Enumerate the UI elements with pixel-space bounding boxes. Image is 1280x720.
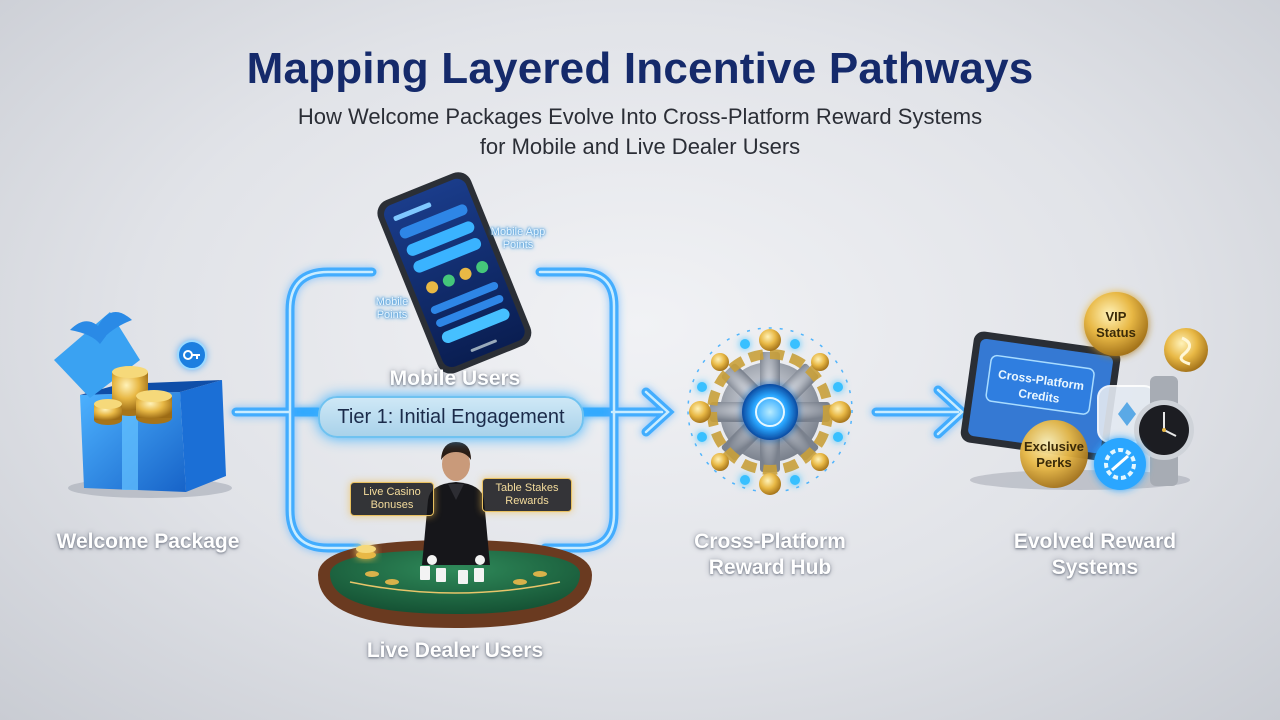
settings-gear-badge-icon xyxy=(1094,438,1146,490)
table-stakes-rewards-line2: Rewards xyxy=(487,495,567,508)
mobile-app-points-line2: Points xyxy=(478,239,558,252)
mobile-app-points-line1: Mobile App xyxy=(478,226,558,239)
exclusive-perks-line1: Exclusive xyxy=(1018,439,1090,455)
mobile-app-points-tag: Mobile App Points xyxy=(478,226,558,252)
welcome-package-label: Welcome Package xyxy=(30,529,266,555)
page-title: Mapping Layered Incentive Pathways xyxy=(0,44,1280,94)
page-subtitle-line2: for Mobile and Live Dealer Users xyxy=(0,132,1280,162)
page-subtitle-line1: How Welcome Packages Evolve Into Cross-P… xyxy=(0,102,1280,132)
evolved-rewards-label-line2: Systems xyxy=(985,555,1205,581)
live-dealer-users-label: Live Dealer Users xyxy=(335,638,575,664)
vip-status-badge: VIP Status xyxy=(1086,309,1146,341)
gift-box-icon xyxy=(54,312,232,498)
live-casino-bonuses-line1: Live Casino xyxy=(355,486,429,499)
reward-hub-gear-icon xyxy=(688,328,852,495)
reward-hub-label: Cross-Platform Reward Hub xyxy=(660,529,880,581)
mobile-points-tag: Mobile Points xyxy=(360,296,424,322)
mobile-points-line2: Points xyxy=(360,309,424,322)
exclusive-perks-badge: Exclusive Perks xyxy=(1018,439,1090,471)
mobile-points-line1: Mobile xyxy=(360,296,424,309)
evolved-rewards-label: Evolved Reward Systems xyxy=(985,529,1205,581)
evolved-rewards-label-line1: Evolved Reward xyxy=(985,529,1205,555)
vip-status-line2: Status xyxy=(1086,325,1146,341)
reward-hub-label-line1: Cross-Platform xyxy=(660,529,880,555)
mobile-users-label: Mobile Users xyxy=(355,366,555,392)
table-stakes-rewards-tag: Table Stakes Rewards xyxy=(482,478,572,512)
table-stakes-rewards-line1: Table Stakes xyxy=(487,482,567,495)
live-casino-bonuses-line2: Bonuses xyxy=(355,499,429,512)
key-icon xyxy=(178,341,206,369)
exclusive-perks-line2: Perks xyxy=(1018,455,1090,471)
live-casino-bonuses-tag: Live Casino Bonuses xyxy=(350,482,434,516)
reward-hub-label-line2: Reward Hub xyxy=(660,555,880,581)
tier-1-label: Tier 1: Initial Engagement xyxy=(318,396,584,438)
smartphone-icon xyxy=(373,168,535,378)
vip-status-line1: VIP xyxy=(1086,309,1146,325)
live-dealer-table-icon xyxy=(318,442,592,628)
